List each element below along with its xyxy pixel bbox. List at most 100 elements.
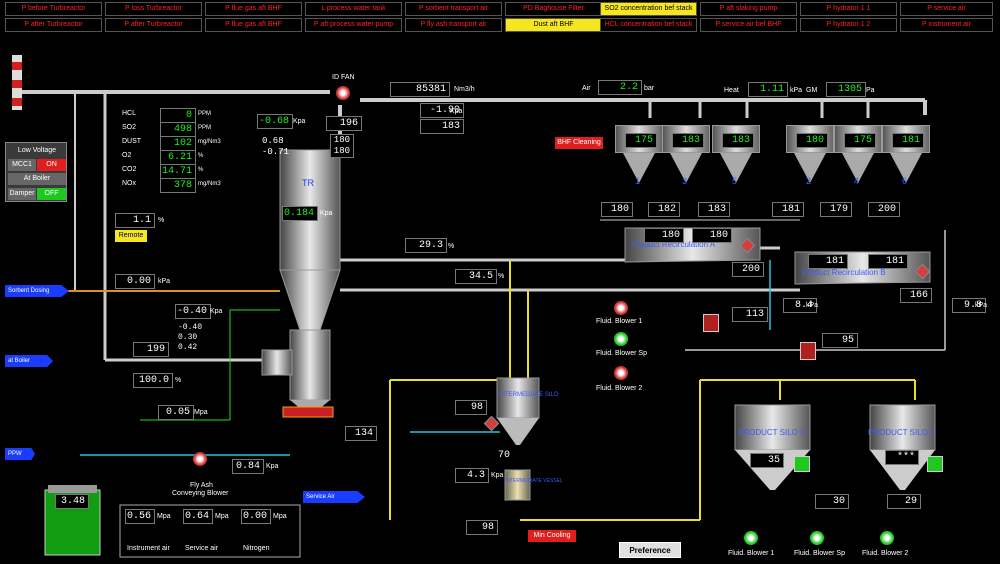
silo-1-discharge-icon[interactable]	[794, 456, 810, 472]
bin-number: 6	[902, 176, 908, 186]
alarm-1-7[interactable]: SO2 concentration bef stack	[600, 2, 697, 16]
intermediate-silo-label: INTERMEDIATE SILO	[499, 392, 559, 398]
emission-value: 102	[160, 136, 196, 151]
air-unit: bar	[644, 85, 655, 92]
low-voltage-label: Low Voltage	[17, 147, 57, 154]
alarm-1-5[interactable]: P sorbent transport air	[405, 2, 502, 16]
remote-value: 1.1	[115, 213, 155, 228]
intermediate-silo-temp-1: 98	[455, 400, 487, 415]
fluid-blower-2-icon[interactable]	[614, 366, 628, 380]
damper-state[interactable]: OFF	[37, 188, 66, 200]
product-silo-1-temp: 35	[750, 453, 784, 468]
bhf-cleaning-button[interactable]: BHF Cleaning	[555, 137, 603, 149]
alarm-1-2[interactable]: P loss Turbreactor	[105, 2, 202, 16]
power-status-panel: Low Voltage MCC1 ON At Boiler Damper OFF	[5, 142, 67, 202]
readout-d-unit: kPa	[975, 302, 988, 309]
mcc1-state[interactable]: ON	[37, 159, 66, 171]
sorbent-dosing-tag[interactable]: Sorbent Dosing	[5, 285, 69, 297]
id-fan-temp: 183	[420, 119, 464, 134]
alarm-2-9[interactable]: P hydrator 1 2	[800, 18, 897, 32]
id-fan-temp-inlet: 196	[326, 116, 362, 131]
id-fan-pressure-unit: Kpa	[450, 108, 463, 115]
readout-a: 113	[732, 307, 768, 322]
fly-ash-blower-label-1: Fly Ash	[190, 482, 213, 489]
air-pressure-value: 2.2	[598, 80, 642, 95]
recirc-b-v2: 181	[868, 254, 908, 269]
alarm-2-7[interactable]: HCL concentration bef stack	[600, 18, 697, 32]
alarm-1-1[interactable]: P before Turbreactor	[5, 2, 102, 16]
emission-name: NOx	[122, 180, 136, 187]
gm-label: GM	[806, 87, 818, 94]
valve-b-unit: %	[498, 273, 505, 280]
bin-temp-bottom: 182	[648, 202, 680, 217]
bin-temp-bottom: 200	[868, 202, 900, 217]
intermediate-silo-pressure: 4.3	[455, 468, 489, 483]
air-supply-label: Instrument air	[127, 545, 170, 552]
remote-button[interactable]: Remote	[115, 230, 147, 242]
fly-ash-blower-icon[interactable]	[193, 452, 207, 466]
fluid-blower-1-icon[interactable]	[614, 301, 628, 315]
alarm-2-2[interactable]: P after Turbreactor	[105, 18, 202, 32]
emission-name: O2	[122, 152, 132, 159]
valve-b-position: 34.5	[455, 269, 497, 284]
fluid-blower-sp-icon[interactable]	[614, 332, 628, 346]
product-silo-2-bottom-temp: 29	[887, 494, 921, 509]
intermediate-silo-pressure-unit: Kpa	[491, 472, 504, 479]
emission-unit: PPM	[198, 111, 212, 117]
tr-label: TR	[302, 178, 314, 188]
at-boiler-label: At Boiler	[8, 173, 66, 185]
bin-temp-top: 175	[625, 133, 657, 148]
bottom-fluid-blower-2-icon[interactable]	[880, 531, 894, 545]
silo-2-discharge-icon[interactable]	[927, 456, 943, 472]
tr-top-pressure: -0.68	[257, 114, 293, 129]
id-fan-flow: 85381	[390, 82, 450, 97]
alarm-2-8[interactable]: P service air bef BHF	[700, 18, 797, 32]
gm-value: 1305	[826, 82, 866, 97]
air-supply-unit: Mpa	[215, 513, 229, 520]
alarm-1-3[interactable]: P flue gas aft BHF	[205, 2, 302, 16]
bin-temp-top: 181	[892, 133, 924, 148]
alarm-2-1[interactable]: P after Turbreactor	[5, 18, 102, 32]
emission-unit: mg/Nm3	[198, 181, 221, 187]
remote-unit: %	[158, 217, 165, 224]
ppw-tag[interactable]: PPW	[5, 448, 35, 460]
heater-1-icon[interactable]	[703, 314, 719, 332]
heat-label: Heat	[724, 87, 739, 94]
bin-number: 1	[635, 176, 641, 186]
tank-level-value: 3.48	[55, 494, 89, 509]
emission-unit: %	[198, 167, 204, 173]
alarm-1-8[interactable]: P aft slaking pump	[700, 2, 797, 16]
baghouse-bin[interactable]	[786, 125, 834, 183]
bottom-fluid-blower-1-icon[interactable]	[744, 531, 758, 545]
alarm-1-4[interactable]: L process water tank	[305, 2, 402, 16]
preference-button[interactable]: Preference	[619, 542, 681, 558]
alarm-2-5[interactable]: P fly ash transport air	[405, 18, 502, 32]
bin-temp-top: 183	[672, 133, 704, 148]
bottom-fluid-blower-sp-icon[interactable]	[810, 531, 824, 545]
bottom-fluid-blower-sp-label: Fluid. Blower Sp	[794, 550, 845, 557]
valve-a-unit: %	[448, 243, 455, 250]
tr-pressure-b: -0.71	[262, 147, 290, 157]
fly-ash-blower-pressure: 0.84	[232, 459, 264, 474]
bin-temp-top: 180	[796, 133, 828, 148]
readout-b-unit: kPa	[806, 302, 819, 309]
alarm-2-10[interactable]: P instrument air	[900, 18, 993, 32]
alarm-1-10[interactable]: P service air	[900, 2, 993, 16]
alarm-2-3[interactable]: P flue gas aft BHF	[205, 18, 302, 32]
tr-pressure: 0.184	[282, 206, 318, 221]
alarm-2-4[interactable]: P aft process water pump	[305, 18, 402, 32]
product-silo-1-label: PRODUCT SILO 1	[738, 428, 805, 437]
bin-temp-bottom: 179	[820, 202, 852, 217]
id-fan-icon[interactable]	[336, 86, 350, 100]
emission-value: 498	[160, 122, 196, 137]
heat-unit: kPa	[790, 87, 803, 94]
tr-pressure-a: 0.68	[262, 136, 284, 146]
at-boiler-tag[interactable]: at Boiler	[5, 355, 53, 367]
emission-name: SO2	[122, 124, 137, 131]
alarm-1-9[interactable]: P hydrator 1 1	[800, 2, 897, 16]
bottom-fluid-blower-1-label: Fluid. Blower 1	[728, 550, 775, 557]
min-cooling-button[interactable]: Min Cooling	[528, 530, 576, 542]
heater-2-icon[interactable]	[800, 342, 816, 360]
emission-value: 0	[160, 108, 196, 123]
service-air-tag[interactable]: Service Air	[303, 491, 365, 503]
